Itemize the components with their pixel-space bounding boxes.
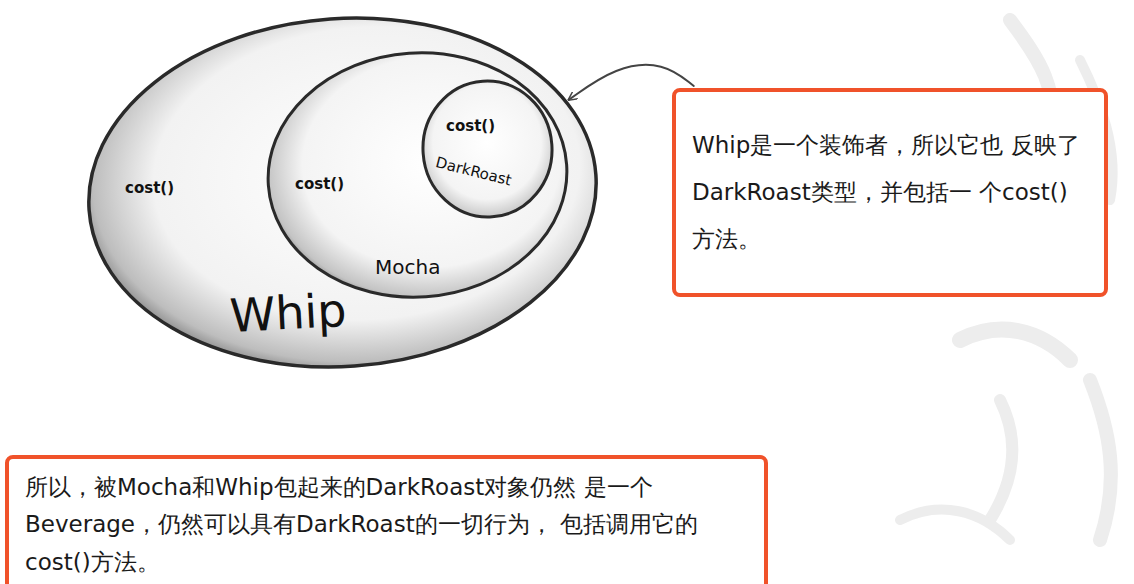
decorator-ellipse: cost() Whip cost() Mocha cost()DarkRoast bbox=[85, 15, 600, 370]
method-label: cost() bbox=[295, 176, 344, 193]
ellipse-shape bbox=[77, 1, 608, 384]
callout-note: 所以，被Mocha和Whip包起来的DarkRoast对象仍然 是一个Bever… bbox=[25, 469, 748, 581]
decorator-ellipse: cost() Mocha cost()DarkRoast bbox=[265, 50, 570, 300]
callout-note: Whip是一个装饰者，所以它也 反映了DarkRoast类型，并包括一 个cos… bbox=[692, 122, 1088, 263]
method-label: cost() bbox=[446, 118, 495, 135]
ellipse-shape bbox=[260, 43, 575, 307]
decorator-name: Whip bbox=[229, 285, 348, 342]
callout-box: Whip是一个装饰者，所以它也 反映了DarkRoast类型，并包括一 个cos… bbox=[672, 88, 1108, 297]
callout-box: 所以，被Mocha和Whip包起来的DarkRoast对象仍然 是一个Bever… bbox=[5, 455, 768, 584]
ellipse-shape bbox=[418, 77, 556, 222]
method-label: cost() bbox=[125, 180, 174, 197]
decorator-ellipse: cost()DarkRoast bbox=[420, 78, 555, 220]
decorator-name: Mocha bbox=[375, 256, 440, 278]
ellipse-outline bbox=[420, 78, 555, 220]
